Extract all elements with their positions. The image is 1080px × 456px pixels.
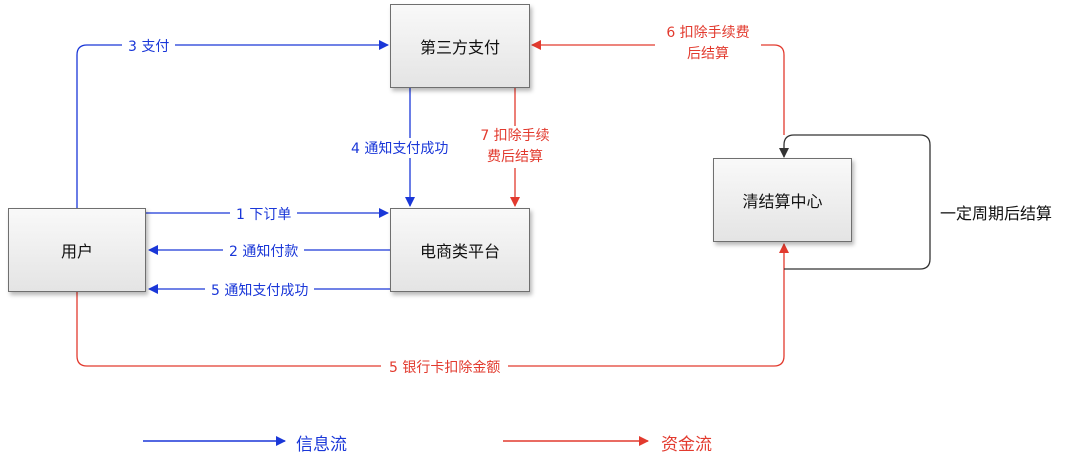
label-pay: 3 支付 bbox=[122, 36, 176, 56]
label-notify-success-top: 4 通知支付成功 bbox=[347, 138, 453, 158]
label-deduct-fee-line2: 费后结算 bbox=[487, 149, 543, 165]
label-notify-payment: 2 通知付款 bbox=[223, 241, 305, 261]
node-label: 电商类平台 bbox=[419, 242, 500, 261]
label-place-order: 1 下订单 bbox=[230, 204, 298, 224]
legend-fund-flow: 资金流 bbox=[661, 435, 712, 455]
edge-settle-fee bbox=[531, 40, 785, 135]
label-settle-fee-line2: 后结算 bbox=[687, 46, 729, 62]
edge-pay bbox=[76, 40, 389, 210]
legend-info-flow: 信息流 bbox=[296, 435, 347, 455]
node-clearing-center: 清结算中心 bbox=[713, 158, 852, 242]
node-label: 清结算中心 bbox=[742, 192, 823, 211]
label-notify-success-bottom: 5 通知支付成功 bbox=[205, 280, 315, 300]
label-bank-deduct: 5 银行卡扣除金额 bbox=[381, 357, 509, 377]
label-settle-fee: 6 扣除手续费 后结算 bbox=[655, 23, 761, 65]
node-label: 用户 bbox=[60, 242, 93, 261]
label-settle-fee-line1: 6 扣除手续费 bbox=[666, 25, 750, 41]
node-label: 第三方支付 bbox=[419, 38, 500, 57]
node-user: 用户 bbox=[8, 208, 146, 292]
node-third-party-pay: 第三方支付 bbox=[390, 4, 530, 88]
label-periodic-settlement: 一定周期后结算 bbox=[940, 204, 1053, 223]
label-deduct-fee-line1: 7 扣除手续 bbox=[480, 128, 550, 144]
edge-periodic-loop bbox=[779, 134, 931, 270]
label-deduct-fee: 7 扣除手续 费后结算 bbox=[471, 126, 559, 168]
node-ecommerce: 电商类平台 bbox=[390, 208, 530, 292]
